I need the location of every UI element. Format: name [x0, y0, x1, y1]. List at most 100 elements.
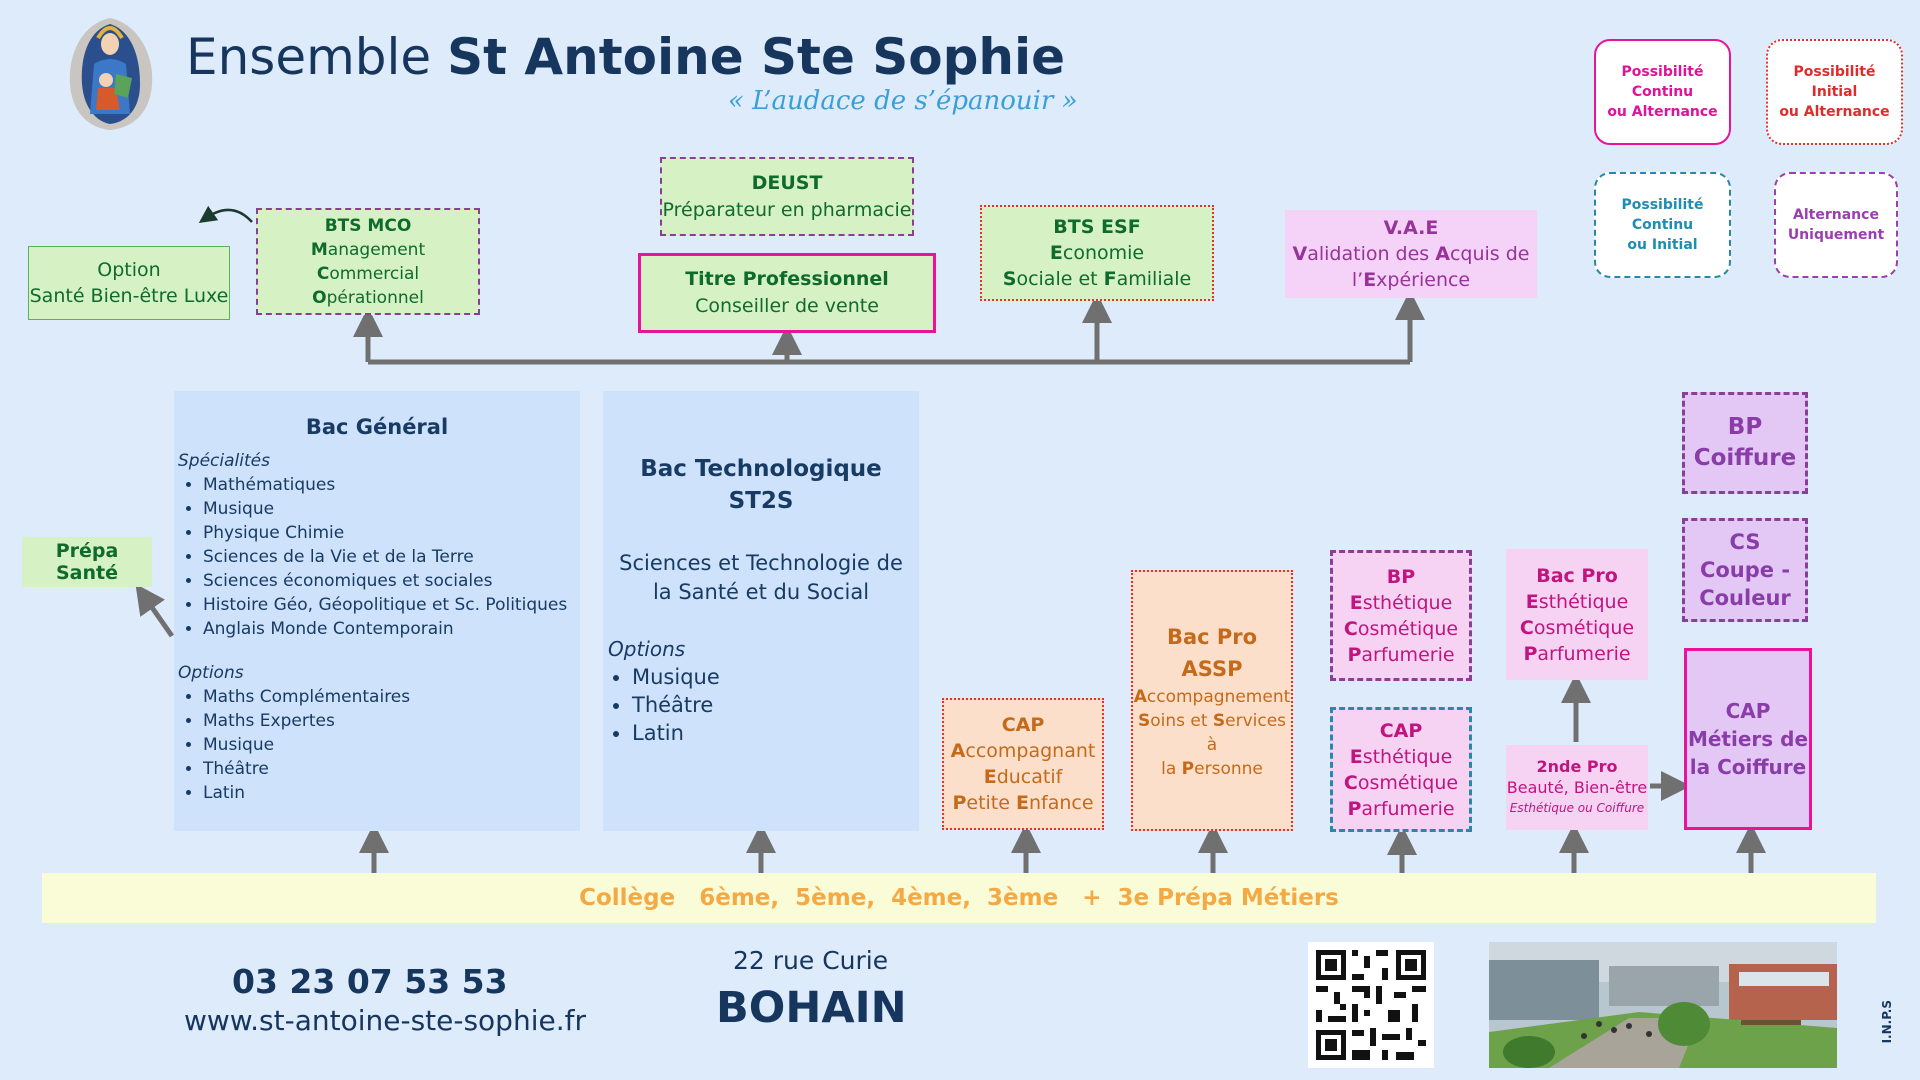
bts-mco-title: BTS MCO — [325, 214, 412, 238]
word-rest: amiliale — [1117, 268, 1192, 290]
bac-pro-assp-box: Bac Pro ASSP Accompagnement Soins et Ser… — [1131, 570, 1293, 831]
title-line: ST2S — [603, 485, 919, 517]
vae-line: l’Expérience — [1352, 267, 1470, 293]
cs-coupe-couleur-box: CS Coupe - Couleur — [1682, 518, 1808, 622]
legend-line: ou Alternance — [1779, 102, 1889, 122]
initial: V — [1293, 243, 1308, 265]
initial: P — [1347, 798, 1361, 820]
word-rest: sthétique — [1363, 746, 1453, 768]
bac-pro-esthetique-box: Bac Pro Esthétique Cosmétique Parfumerie — [1506, 549, 1648, 680]
legend-line: Possibilité — [1622, 62, 1704, 82]
seconde-pro-subtitle: Beauté, Bien-être — [1507, 777, 1647, 798]
legend-line: Continu — [1632, 215, 1693, 235]
initial: E — [1050, 242, 1063, 264]
line: Cosmétique — [1520, 615, 1634, 641]
title-main: St Antoine Ste Sophie — [447, 28, 1065, 86]
line: Esthétique — [1350, 590, 1453, 616]
line: Esthétique — [1350, 744, 1453, 770]
website-link[interactable]: www.st-antoine-ste-sophie.fr — [184, 1004, 586, 1037]
bts-esf-line: Economie — [1050, 240, 1144, 266]
phone-number[interactable]: 03 23 07 53 53 — [232, 962, 508, 1001]
bac-assp-line: Soins et Services à — [1133, 709, 1291, 757]
option-label: Option — [97, 257, 160, 283]
cap-coiffure-box: CAP Métiers de la Coiffure — [1684, 648, 1812, 830]
list-item: Musique — [203, 497, 580, 521]
cap-esth-title: CAP — [1380, 718, 1423, 744]
initial: O — [312, 288, 326, 308]
line: Parfumerie — [1523, 641, 1630, 667]
bp-esthetique-box: BP Esthétique Cosmétique Parfumerie — [1330, 550, 1472, 681]
list-item: Physique Chimie — [203, 521, 580, 545]
line: BP — [1728, 412, 1762, 443]
legend-line: Possibilité — [1622, 195, 1704, 215]
titre-pro-subtitle: Conseiller de vente — [695, 293, 879, 320]
credit-label: I.N.P.S — [1880, 1000, 1900, 1043]
initial: E — [1350, 592, 1363, 614]
word-rest: anagement — [328, 240, 425, 260]
bp-esth-title: BP — [1387, 564, 1415, 590]
specialites-list: Mathématiques Musique Physique Chimie Sc… — [174, 473, 580, 641]
options-list: Musique Théâtre Latin — [603, 663, 919, 747]
seconde-pro-title: 2nde Pro — [1536, 756, 1617, 777]
bac-general-title: Bac Général — [174, 415, 580, 439]
initial: P — [1523, 643, 1537, 665]
line: Couleur — [1699, 584, 1791, 612]
legend-line: Uniquement — [1788, 225, 1884, 245]
college-bar: Collège 6ème, 5ème, 4ème, 3ème + 3e Prép… — [42, 873, 1876, 923]
word-rest: xpérience — [1376, 269, 1470, 291]
seconde-pro-note: Esthétique ou Coiffure — [1510, 798, 1644, 819]
legend-continu-alternance: Possibilité Continu ou Alternance — [1594, 39, 1731, 145]
deust-title: DEUST — [752, 170, 823, 197]
list-item: Anglais Monde Contemporain — [203, 617, 580, 641]
school-logo-icon — [60, 14, 160, 132]
vae-line: Validation des Acquis de — [1293, 241, 1530, 267]
bts-mco-line: Management Commercial — [258, 238, 478, 286]
list-item: Théâtre — [203, 757, 580, 781]
title-line: Bac Technologique — [603, 453, 919, 485]
legend-line: ou Alternance — [1607, 102, 1717, 122]
cap-aepe-title: CAP — [1002, 712, 1045, 738]
initial: E — [1350, 746, 1363, 768]
word-rest: la — [1161, 759, 1182, 779]
list-item: Sciences de la Vie et de la Terre — [203, 545, 580, 569]
legend-line: Alternance — [1793, 205, 1879, 225]
word-rest: osmétique — [1534, 617, 1634, 639]
line: Esthétique — [1526, 589, 1629, 615]
word-rest: ducatif — [997, 766, 1063, 788]
list-item: Sciences économiques et sociales — [203, 569, 580, 593]
initial: C — [1520, 617, 1534, 639]
bac-techno-description: Sciences et Technologie de la Santé et d… — [603, 549, 919, 607]
titre-professionnel-box: Titre Professionnel Conseiller de vente — [638, 253, 936, 333]
bts-esf-box: BTS ESF Economie Sociale et Familiale — [980, 205, 1214, 301]
line: Parfumerie — [1347, 796, 1454, 822]
initial: E — [1363, 269, 1376, 291]
initial: S — [1003, 268, 1017, 290]
city-name: BOHAIN — [716, 983, 907, 1033]
initial: A — [1435, 243, 1450, 265]
line: la Coiffure — [1690, 753, 1806, 781]
cap-esthetique-box: CAP Esthétique Cosmétique Parfumerie — [1330, 707, 1472, 832]
line: Cosmétique — [1344, 770, 1458, 796]
bts-mco-line: Opérationnel — [312, 286, 424, 310]
street-address: 22 rue Curie — [733, 946, 888, 975]
options-label: Options — [608, 637, 919, 661]
prepa-sante-box: Prépa Santé — [22, 537, 152, 587]
line: CS — [1730, 528, 1761, 556]
word-rest: l’ — [1352, 269, 1363, 291]
word-rest: ociale et — [1016, 268, 1103, 290]
word-rest: nfance — [1029, 792, 1094, 814]
cap-aepe-box: CAP Accompagnant Educatif Petite Enfance — [942, 698, 1104, 830]
line: CAP — [1726, 697, 1771, 725]
list-item: Histoire Géo, Géopolitique et Sc. Politi… — [203, 593, 580, 617]
word-rest: oins et — [1150, 711, 1213, 731]
deust-box: DEUST Préparateur en pharmacie — [660, 157, 914, 236]
list-item: Latin — [203, 781, 580, 805]
qr-code-icon[interactable] — [1308, 942, 1434, 1068]
legend-line: Continu — [1632, 82, 1693, 102]
word-rest: arfumerie — [1361, 644, 1454, 666]
initial: E — [1526, 591, 1539, 613]
word-rest: ccompagnant — [965, 740, 1095, 762]
bac-assp-line: Accompagnement — [1134, 685, 1291, 709]
initial: A — [951, 740, 966, 762]
initial: P — [1347, 644, 1361, 666]
